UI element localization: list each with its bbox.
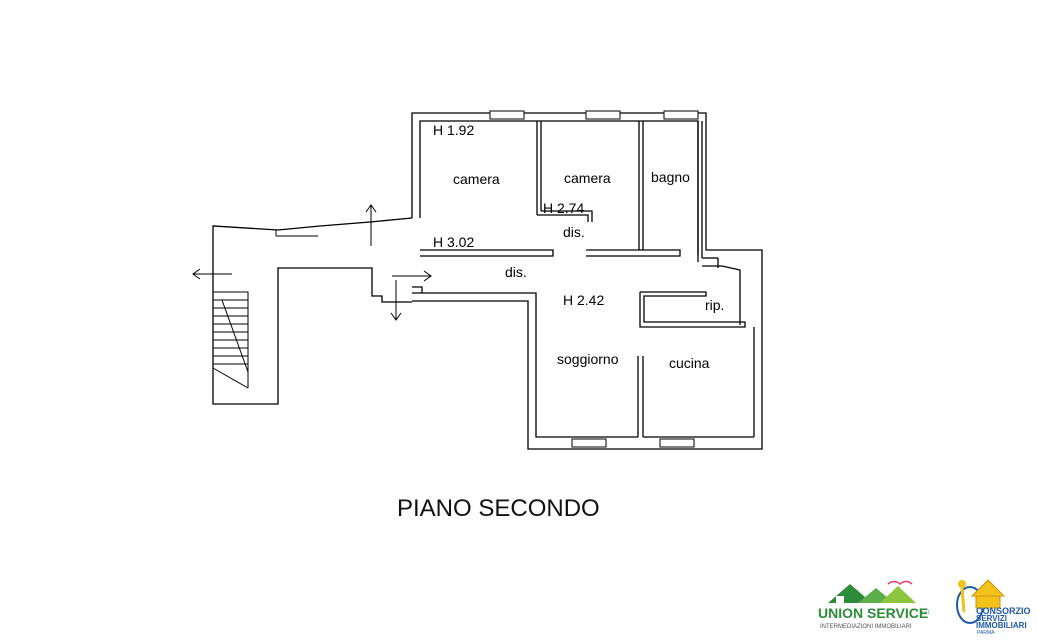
union-service-suffix: s.r.l. bbox=[921, 610, 930, 616]
room-label-cucina: cucina bbox=[669, 355, 710, 371]
height-label-2: H 2.74 bbox=[543, 200, 584, 216]
consorzio-line-1: CONSORZIO bbox=[976, 606, 1031, 616]
room-label-soggiorno: soggiorno bbox=[557, 351, 619, 367]
height-label-1: H 1.92 bbox=[433, 122, 474, 138]
room-labels: H 1.92 camera camera bagno H 2.74 dis. H… bbox=[433, 122, 724, 371]
union-service-name: UNION SERVICE bbox=[818, 605, 928, 621]
height-label-3: H 3.02 bbox=[433, 234, 474, 250]
stairwell bbox=[212, 217, 413, 405]
consorzio-line-4: PARMA bbox=[977, 630, 995, 636]
arrow-down-icon bbox=[390, 280, 402, 321]
heart-swirl-icon bbox=[887, 580, 913, 585]
room-label-rip: rip. bbox=[705, 297, 724, 313]
room-label-dis-upper: dis. bbox=[563, 224, 585, 240]
stair-steps bbox=[213, 299, 249, 373]
house-roof-icon bbox=[970, 579, 1006, 597]
consorzio-line-2: SERVIZI bbox=[976, 614, 1007, 623]
window-cucina bbox=[659, 438, 695, 448]
window-camera-1 bbox=[489, 110, 525, 120]
building-walls bbox=[411, 112, 763, 450]
room-label-camera-2: camera bbox=[564, 170, 611, 186]
room-label-dis-lower: dis. bbox=[505, 264, 527, 280]
direction-arrows bbox=[192, 204, 432, 321]
arrow-right-icon bbox=[392, 270, 432, 282]
window-soggiorno bbox=[571, 438, 607, 448]
window-camera-2 bbox=[585, 110, 621, 120]
height-label-4: H 2.42 bbox=[563, 292, 604, 308]
window-bagno bbox=[663, 110, 699, 120]
arrow-left-icon bbox=[192, 268, 232, 280]
room-label-camera-1: camera bbox=[453, 171, 500, 187]
union-service-tagline: INTERMEDIAZIONI IMMOBILIARI bbox=[820, 624, 912, 630]
room-label-bagno: bagno bbox=[651, 169, 690, 185]
windows bbox=[489, 110, 699, 448]
union-service-logo: UNION SERVICE s.r.l. INTERMEDIAZIONI IMM… bbox=[818, 580, 930, 630]
plan-title: PIANO SECONDO bbox=[397, 495, 600, 522]
arrow-up-icon bbox=[365, 204, 377, 246]
house-body-icon bbox=[975, 595, 1001, 609]
consorzio-line-3: IMMOBILIARI bbox=[976, 621, 1027, 630]
figure-head-icon bbox=[958, 580, 966, 588]
consorzio-logo: CONSORZIO SERVIZI IMMOBILIARI PARMA bbox=[956, 579, 1031, 636]
